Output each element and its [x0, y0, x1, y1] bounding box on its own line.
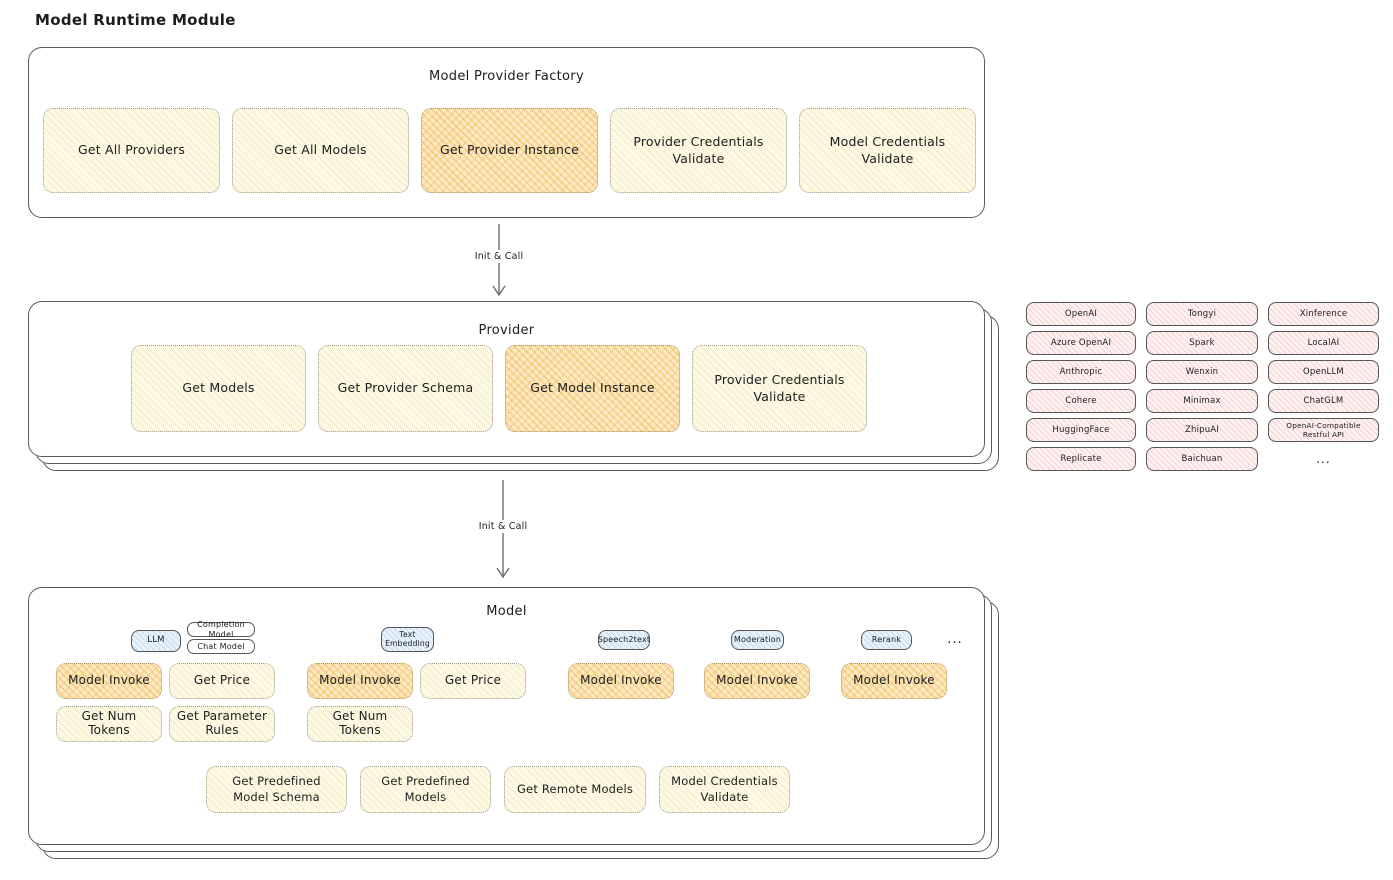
arrow-factory-to-provider: Init & Call — [471, 224, 527, 298]
model-box: Model LLM Completion Model Chat Model Mo… — [28, 587, 999, 859]
page-title: Model Runtime Module — [35, 11, 236, 29]
model-op-get-predefined-models: Get Predefined Models — [360, 766, 491, 813]
model-type-tag-moderation: Moderation — [731, 630, 784, 650]
embedding-op-model-invoke: Model Invoke — [307, 663, 413, 699]
provider-chips-ellipsis: ... — [1316, 452, 1331, 466]
arrow-label-init-call: Init & Call — [475, 520, 531, 533]
provider-chip: Spark — [1146, 331, 1258, 355]
factory-box: Model Provider Factory Get All Providers… — [28, 47, 985, 218]
model-bottom-ops: Get Predefined Model Schema Get Predefin… — [206, 766, 790, 813]
provider-chip: Azure OpenAI — [1026, 331, 1136, 355]
provider-chip: Baichuan — [1146, 447, 1258, 471]
provider-chip: Tongyi — [1146, 302, 1258, 326]
llm-op-model-invoke: Model Invoke — [56, 663, 162, 699]
embedding-op-get-num-tokens: Get Num Tokens — [307, 706, 413, 742]
factory-op-get-provider-instance: Get Provider Instance — [421, 108, 598, 193]
factory-op-model-credentials-validate: Model Credentials Validate — [799, 108, 976, 193]
arrow-provider-to-model: Init & Call — [475, 480, 531, 580]
model-type-tag-rerank: Rerank — [861, 630, 912, 650]
model-title: Model — [486, 604, 527, 619]
model-type-tag-text-embedding: Text Embedding — [381, 627, 434, 652]
model-op-model-credentials-validate: Model Credentials Validate — [659, 766, 790, 813]
provider-op-get-models: Get Models — [131, 345, 306, 432]
llm-op-get-parameter-rules: Get Parameter Rules — [169, 706, 275, 742]
provider-chip: ChatGLM — [1268, 389, 1379, 413]
provider-chip: OpenAI-Compatible Restful API — [1268, 418, 1379, 442]
provider-chip: ZhipuAI — [1146, 418, 1258, 442]
model-op-get-remote-models: Get Remote Models — [504, 766, 646, 813]
speech2text-op-model-invoke: Model Invoke — [568, 663, 674, 699]
provider-box: Provider Get Models Get Provider Schema … — [28, 301, 999, 471]
provider-title: Provider — [478, 323, 535, 338]
factory-op-provider-credentials-validate: Provider Credentials Validate — [610, 108, 787, 193]
provider-chip: HuggingFace — [1026, 418, 1136, 442]
embedding-op-get-price: Get Price — [420, 663, 526, 699]
provider-chip: Replicate — [1026, 447, 1136, 471]
provider-op-provider-credentials-validate: Provider Credentials Validate — [692, 345, 867, 432]
provider-op-get-model-instance: Get Model Instance — [505, 345, 680, 432]
model-subtype-tag-chat: Chat Model — [187, 639, 255, 654]
provider-chips-grid: OpenAI Tongyi Xinference Azure OpenAI Sp… — [1026, 302, 1379, 471]
arrow-label-init-call: Init & Call — [471, 250, 527, 263]
model-types-ellipsis: ... — [947, 632, 963, 647]
provider-chip: OpenAI — [1026, 302, 1136, 326]
provider-chip: Wenxin — [1146, 360, 1258, 384]
factory-op-get-all-providers: Get All Providers — [43, 108, 220, 193]
provider-chip: Minimax — [1146, 389, 1258, 413]
provider-op-get-provider-schema: Get Provider Schema — [318, 345, 493, 432]
provider-chip: Cohere — [1026, 389, 1136, 413]
factory-title: Model Provider Factory — [429, 69, 584, 84]
model-type-tag-speech2text: Speech2text — [598, 630, 650, 650]
llm-op-get-price: Get Price — [169, 663, 275, 699]
model-op-get-predefined-model-schema: Get Predefined Model Schema — [206, 766, 347, 813]
factory-op-get-all-models: Get All Models — [232, 108, 409, 193]
model-type-tag-llm: LLM — [131, 630, 181, 652]
rerank-op-model-invoke: Model Invoke — [841, 663, 947, 699]
moderation-op-model-invoke: Model Invoke — [704, 663, 810, 699]
provider-chip: LocalAI — [1268, 331, 1379, 355]
provider-chip: Anthropic — [1026, 360, 1136, 384]
model-subtype-tag-completion: Completion Model — [187, 620, 255, 639]
provider-chip: Xinference — [1268, 302, 1379, 326]
provider-chip: OpenLLM — [1268, 360, 1379, 384]
llm-op-get-num-tokens: Get Num Tokens — [56, 706, 162, 742]
